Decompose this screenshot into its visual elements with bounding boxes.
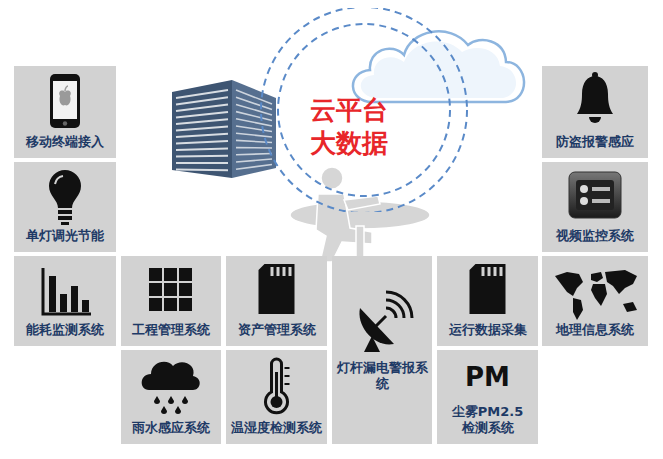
pm-symbol: PM (465, 361, 510, 394)
building-stripe (236, 133, 272, 137)
function-tile: 地理信息系统 (542, 256, 648, 346)
tile-label: 雨水感应系统 (132, 420, 210, 436)
building-stripe (176, 169, 228, 172)
building-stripe (176, 134, 228, 137)
building-stripe (236, 154, 272, 155)
building-stripe (176, 112, 228, 118)
tile-label: 防盗报警感应 (556, 134, 634, 150)
building-stripe (236, 119, 272, 126)
function-tile: 单灯调光节能 (14, 162, 116, 252)
building-stripe (236, 90, 272, 104)
tile-label: 尘雾PM2.5 检测系统 (440, 404, 535, 437)
person-figure (290, 167, 430, 262)
function-tile: 雨水感应系统 (121, 350, 221, 444)
function-tile: 工程管理系统 (121, 256, 221, 346)
building-stripe (176, 119, 228, 124)
building-stripe (176, 105, 228, 111)
tile-label: 温湿度检测系统 (231, 420, 322, 436)
platform-circle: 云平台 大数据 (258, 8, 470, 212)
building-stripe (176, 97, 228, 104)
dish-icon (332, 256, 432, 444)
function-tile: 运行数据采集 (437, 256, 538, 346)
tile-label: 单灯调光节能 (26, 228, 104, 244)
building-stripe (236, 165, 272, 170)
tile-label: 移动终端接入 (26, 134, 104, 150)
building-stripe (176, 155, 228, 158)
building-stripe (176, 141, 228, 143)
function-tile: 灯杆漏电警报系统 (332, 256, 432, 444)
cloud-shade (361, 41, 516, 98)
building-stripe (236, 159, 272, 162)
tile-label: 视频监控系统 (556, 228, 634, 244)
function-tile: PM 尘雾PM2.5 检测系统 (437, 350, 538, 444)
building-stripe (236, 97, 272, 109)
tile-label: 运行数据采集 (449, 322, 527, 338)
function-tile: 资产管理系统 (226, 256, 327, 346)
building-stripe (176, 90, 228, 98)
building-stripe (176, 162, 228, 164)
building-stripe (176, 148, 228, 150)
platform-title: 云平台 大数据 (304, 94, 394, 159)
building-stripe (176, 127, 228, 131)
tile-label: 地理信息系统 (556, 322, 634, 338)
building-stripe (236, 147, 272, 149)
function-tile: 移动终端接入 (14, 66, 116, 158)
server-building (172, 80, 276, 178)
function-tile: 能耗监测系统 (14, 256, 116, 346)
tile-label: 灯杆漏电警报系统 (335, 360, 429, 393)
tile-label: 能耗监测系统 (26, 322, 104, 338)
tile-label: 工程管理系统 (132, 322, 210, 338)
building-stripe (236, 126, 272, 132)
function-tile: 视频监控系统 (542, 162, 648, 252)
function-tile: 防盗报警感应 (542, 66, 648, 158)
tile-label: 资产管理系统 (238, 322, 316, 338)
function-tile: 温湿度检测系统 (226, 350, 327, 444)
